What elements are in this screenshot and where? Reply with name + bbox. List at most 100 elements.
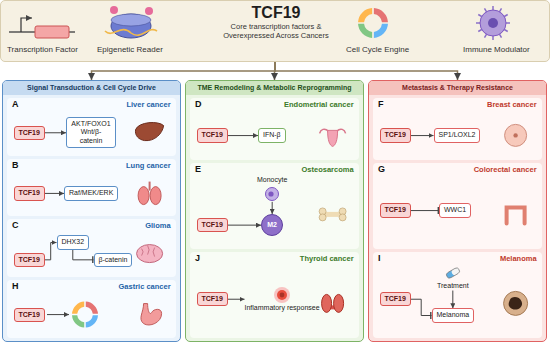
node-label: TCF19 (19, 189, 40, 197)
panel-heading: Metastasis & Therapy Resistance (369, 81, 546, 95)
node-label: M2 (267, 221, 277, 228)
panel-letter: J (195, 254, 200, 264)
illustration-part (274, 287, 290, 303)
illustration-part (319, 208, 346, 221)
cancer-row: J Thyroid cancerTCF19 Inflammatory respons… (190, 252, 359, 338)
node-label: TCF19 (19, 311, 40, 319)
illustration-part (513, 133, 517, 137)
connector (275, 62, 458, 80)
pill-icon (444, 266, 462, 281)
connector (452, 291, 453, 309)
illustration-part (504, 291, 528, 315)
illustration-part (320, 129, 346, 146)
illustration-part (509, 297, 522, 309)
cancer-name: Thyroid cancer (300, 254, 354, 264)
target-box: IFN-β (258, 128, 286, 142)
organ-illustration (190, 163, 359, 249)
illustration-part (150, 186, 161, 204)
node-label: WWC1 (444, 206, 466, 214)
cancer-name: Colorectal cancer (474, 165, 537, 175)
panel-heading: TME Remodeling & Metabolic Reprogramming (186, 81, 363, 95)
panel-letter: B (12, 161, 19, 171)
target-box: SP1/LOXL2 (434, 128, 481, 142)
cancer-name: Lung cancer (126, 161, 171, 171)
panel-letter: D (195, 100, 202, 110)
gene-box: TCF19 (14, 308, 45, 322)
illustration-part (488, 18, 498, 28)
illustration-part (334, 294, 344, 312)
target-box: AKT/FOXO1 Wnt/β-catenin (66, 117, 116, 148)
illustration-part (110, 6, 118, 14)
row-header: ALiver cancer (7, 98, 176, 110)
node-label: Treatment (437, 282, 469, 290)
illustration-part (339, 214, 346, 221)
icon-caption: Epigenetic Reader (97, 45, 163, 54)
node-label: Monocyte (257, 176, 287, 184)
illustration-part (266, 187, 279, 200)
caption-slot: Immune Modulator (463, 45, 530, 54)
cell-node: Monocyte (257, 176, 287, 201)
cancer-name: Liver cancer (126, 100, 170, 110)
cancer-row: CGliomaTCF19 DHX32 β-catenin (7, 219, 176, 277)
illustration-part (141, 304, 162, 325)
connector (92, 62, 276, 80)
illustration-part (138, 181, 161, 204)
illustration-part (445, 267, 460, 279)
target-box: DHX32 (57, 235, 90, 249)
node-label: TCF19 (385, 131, 406, 139)
illustration-part (111, 14, 151, 38)
illustration-part (358, 24, 372, 38)
gene-box: TCF19 (14, 186, 45, 200)
cancer-name: Endometrial cancer (284, 100, 354, 110)
illustration-part (269, 191, 274, 196)
connector (45, 132, 66, 133)
node-label: TCF19 (19, 256, 40, 264)
connector (228, 299, 245, 300)
drug-node: Treatment (437, 265, 469, 290)
gene-box: TCF19 (380, 292, 411, 306)
node-label: TCF19 (202, 221, 223, 229)
header-band: Transcription FactorEpigenetic ReaderCel… (0, 0, 550, 62)
row-header: FBreast cancer (373, 98, 542, 110)
category-panel: Metastasis & Therapy ResistanceFBreast c… (368, 80, 547, 342)
monocyte-icon (264, 186, 280, 202)
category-panel: TME Remodeling & Metabolic Reprogramming… (185, 80, 364, 342)
connector (411, 210, 439, 211)
node-label: Raf/MEK/ERK (69, 189, 113, 197)
connector (272, 202, 273, 214)
connector (411, 299, 432, 315)
row-header: IMelanoma (373, 252, 542, 264)
cancer-row: IMelanomaTCF19 Treatment Melanoma (373, 252, 542, 338)
node-label: TCF19 (385, 206, 406, 214)
illustration-part (507, 208, 525, 224)
illustration-part (137, 245, 163, 263)
node-label: IFN-β (263, 131, 281, 139)
node-label: TCF19 (202, 295, 223, 303)
illustration-part (480, 10, 506, 36)
connector (73, 250, 94, 260)
gene-box: TCF19 (380, 128, 411, 142)
illustration-part (507, 208, 525, 224)
panel-heading: Signal Transduction & Cell Cycle Drive (3, 81, 180, 95)
illustration-part (35, 26, 69, 38)
cancer-name: Melanoma (500, 254, 537, 264)
illustration-part (149, 181, 151, 190)
gene-box: TCF19 (197, 292, 228, 306)
illustration-part (138, 186, 149, 204)
response-node: Inflammatory responsee (245, 287, 320, 312)
panel-letter: F (378, 100, 384, 110)
illustration-part (86, 302, 98, 314)
cancer-row: DEndometrial cancerTCF19IFN-β (190, 98, 359, 160)
inflammation-icon (273, 287, 291, 304)
caption-slot: Cell Cycle Engine (346, 45, 409, 54)
row-header: CGlioma (7, 219, 176, 231)
node-label: β-catenin (99, 256, 128, 264)
cancer-row: B Lung cancerTCF19 Raf/MEK/ERK (7, 159, 176, 217)
gene-box: TCF19 (14, 253, 45, 267)
illustration-part (141, 304, 162, 325)
illustration-part (137, 245, 163, 263)
illustration-part (262, 214, 283, 235)
cancer-row: GColorectal cancerTCF19WWC1 (373, 163, 542, 249)
illustration-part (358, 8, 388, 38)
